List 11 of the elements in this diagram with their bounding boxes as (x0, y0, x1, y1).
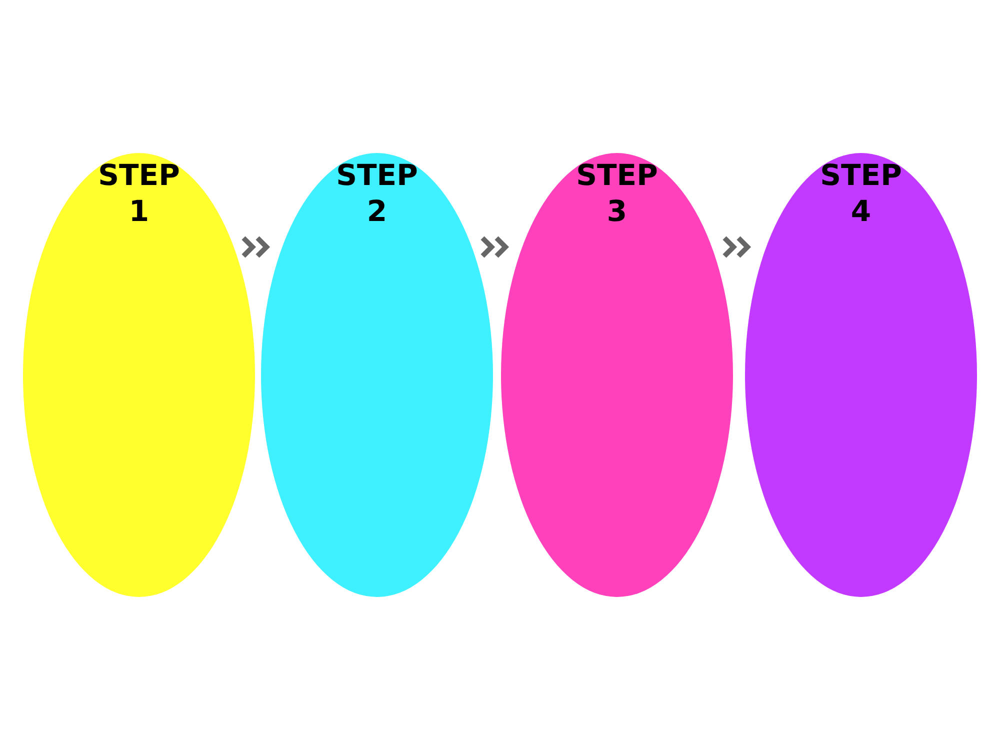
step-label: STEP 1 (97, 157, 181, 229)
step-ellipse (23, 153, 255, 597)
chevron-arrow (480, 236, 510, 258)
step-ellipse (745, 153, 977, 597)
step-label: STEP 4 (819, 157, 903, 229)
chevron-arrow (241, 236, 270, 258)
step-ellipse (261, 153, 493, 597)
step-label: STEP 3 (575, 157, 659, 229)
step-ellipse (501, 153, 733, 597)
chevron-arrow (722, 236, 752, 258)
step-label: STEP 2 (335, 157, 419, 229)
